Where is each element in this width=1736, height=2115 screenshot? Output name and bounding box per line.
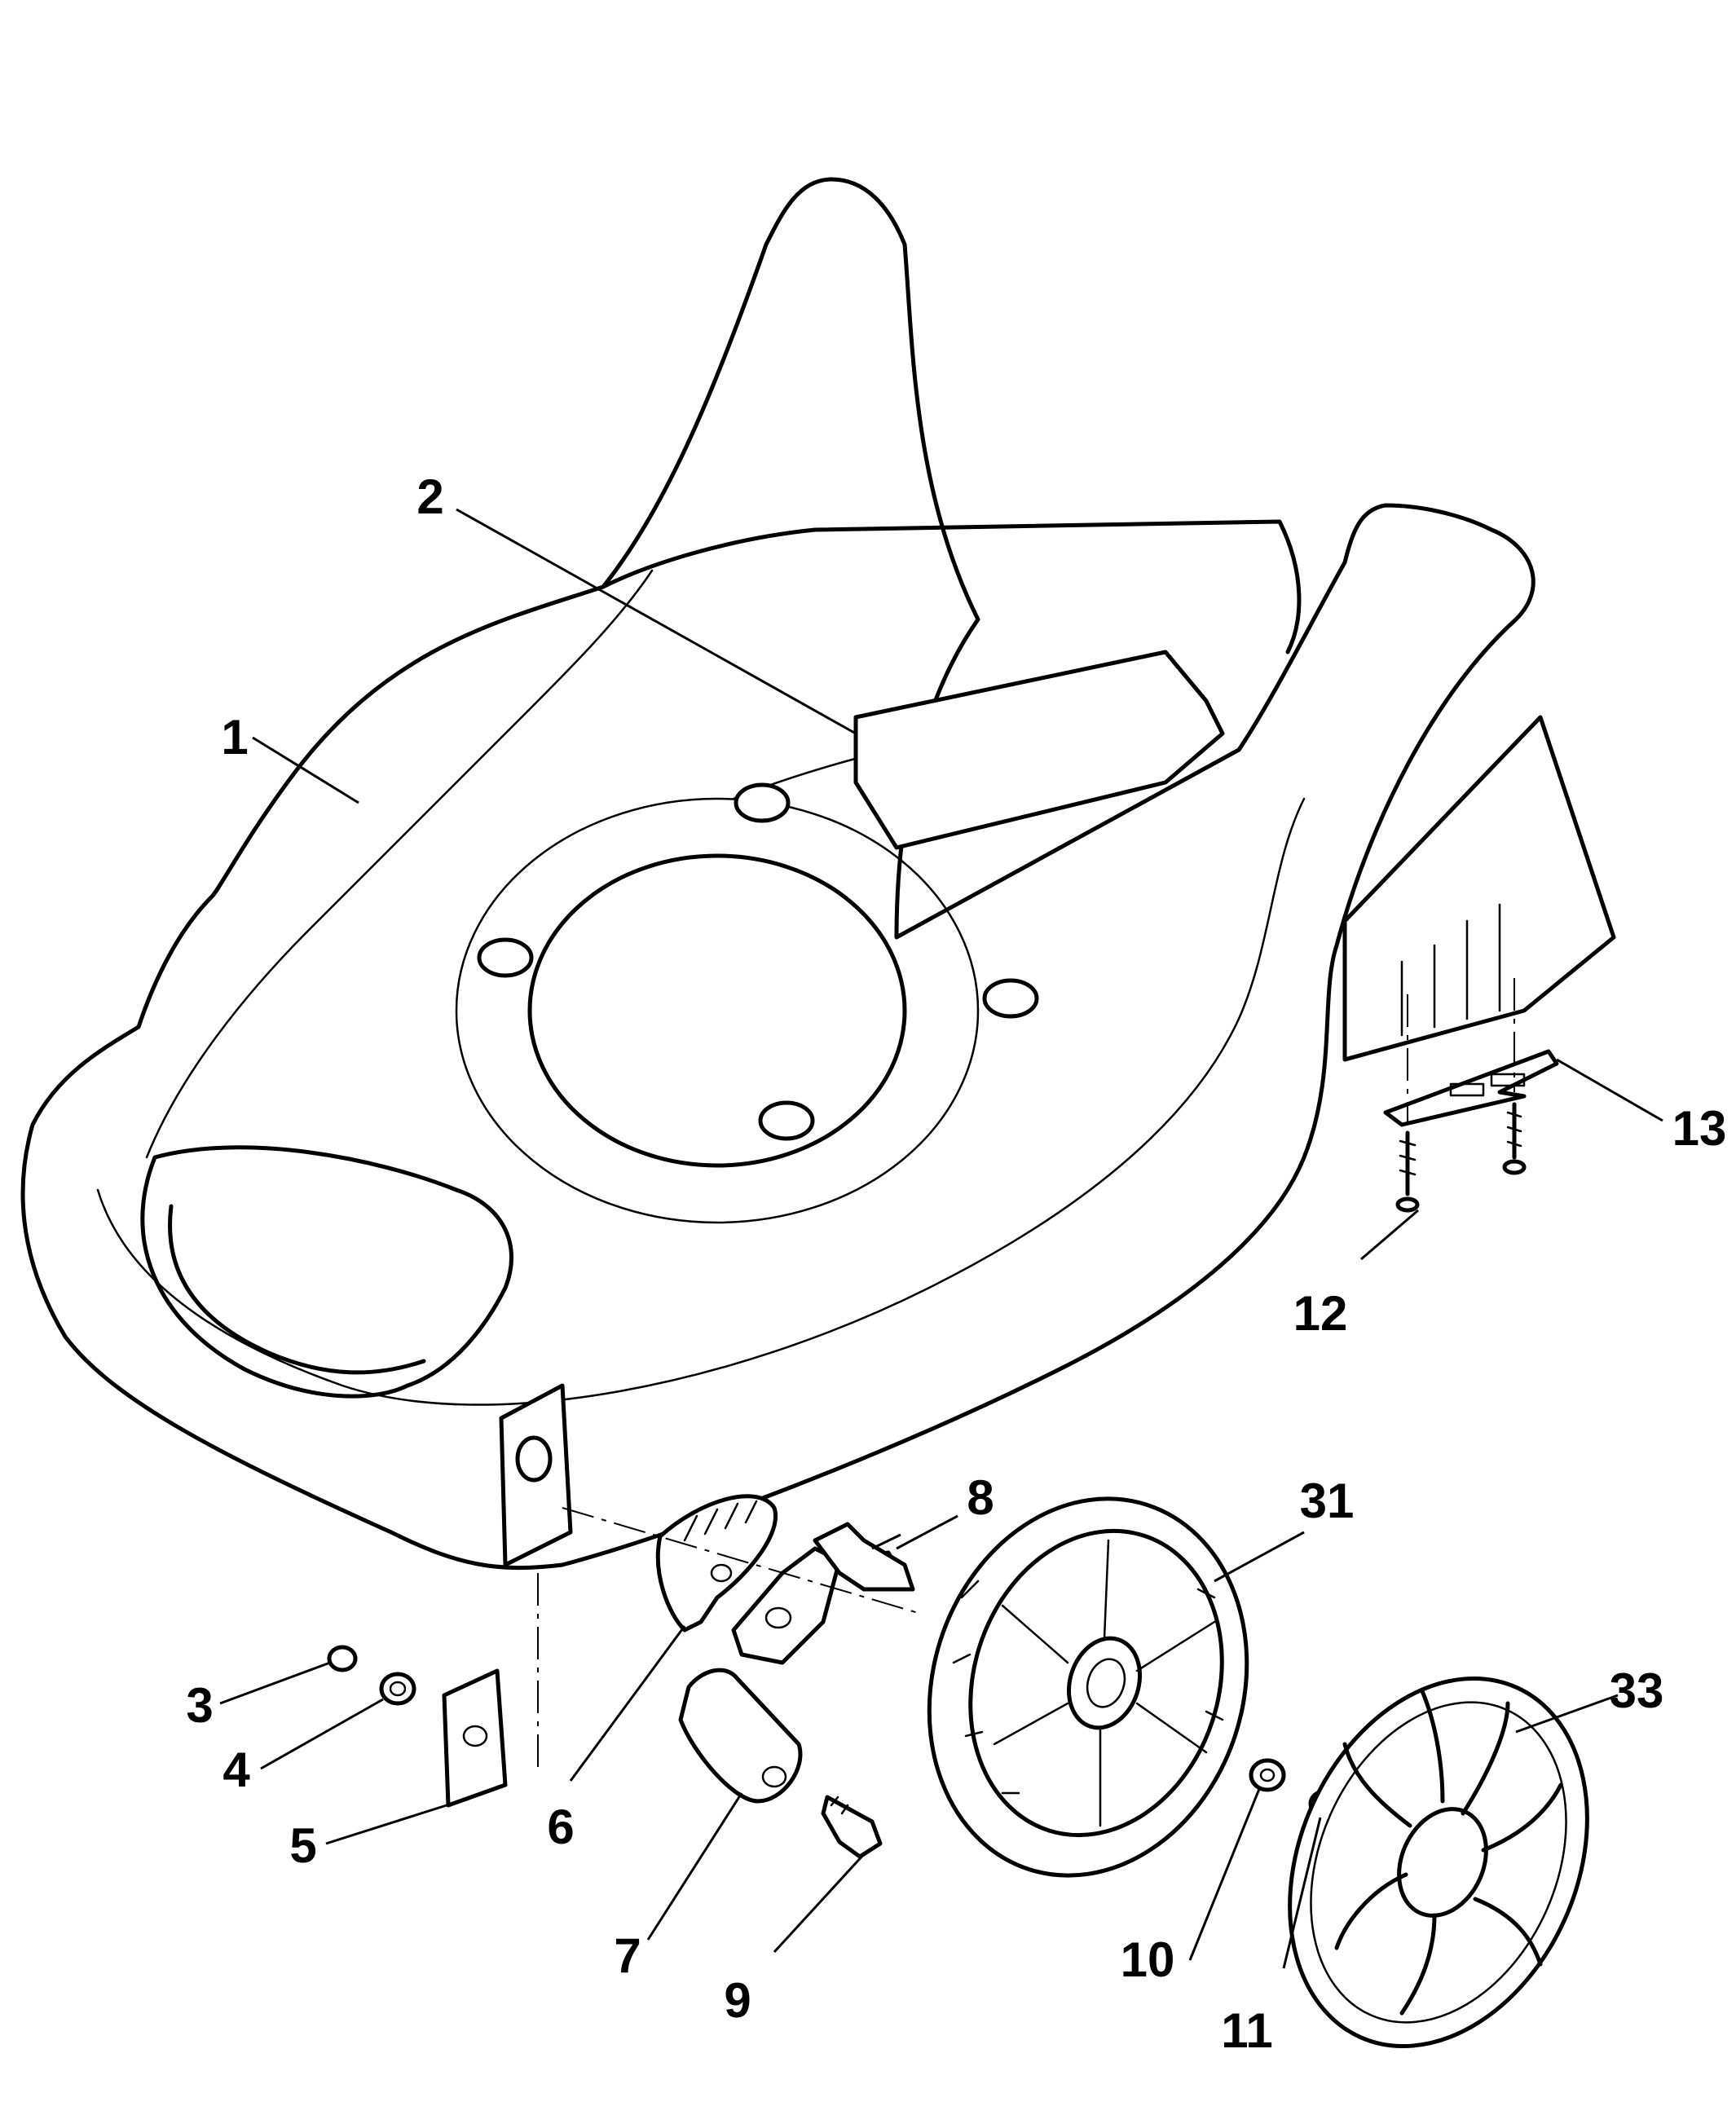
rear-bracket-bar — [1383, 1049, 1559, 1127]
bolt — [821, 1795, 883, 1859]
callout-8: 8 — [967, 1470, 994, 1525]
leader-lines — [219, 508, 1663, 1969]
callout-31: 31 — [1300, 1474, 1355, 1528]
screw — [1502, 978, 1527, 1175]
callout-5: 5 — [289, 1818, 316, 1873]
callout-1: 1 — [221, 710, 248, 764]
height-adjust-plate — [442, 1573, 539, 1808]
height-adjust-lever — [655, 1494, 778, 1633]
callout-labels: 1 2 3 4 5 6 7 8 9 10 11 12 13 31 33 — [186, 469, 1726, 2058]
callout-2: 2 — [416, 469, 443, 524]
callout-12: 12 — [1293, 1286, 1348, 1341]
callout-11: 11 — [1221, 2003, 1272, 2058]
screw — [1395, 994, 1420, 1213]
washer — [1249, 1758, 1286, 1792]
callout-10: 10 — [1121, 1932, 1175, 1987]
callout-33: 33 — [1610, 1663, 1664, 1718]
adjust-handle — [678, 1668, 803, 1804]
mower-deck — [20, 177, 1616, 1571]
stub-axle — [813, 1522, 915, 1592]
callout-4: 4 — [223, 1743, 250, 1797]
callout-7: 7 — [614, 1928, 641, 1983]
wheel — [927, 1496, 1249, 1878]
hub-cap — [1288, 1676, 1589, 2049]
callout-13: 13 — [1672, 1101, 1727, 1156]
washer — [379, 1672, 416, 1706]
callout-3: 3 — [186, 1678, 213, 1733]
callout-9: 9 — [724, 1973, 751, 2028]
callout-6: 6 — [547, 1800, 574, 1854]
nut — [327, 1645, 358, 1672]
